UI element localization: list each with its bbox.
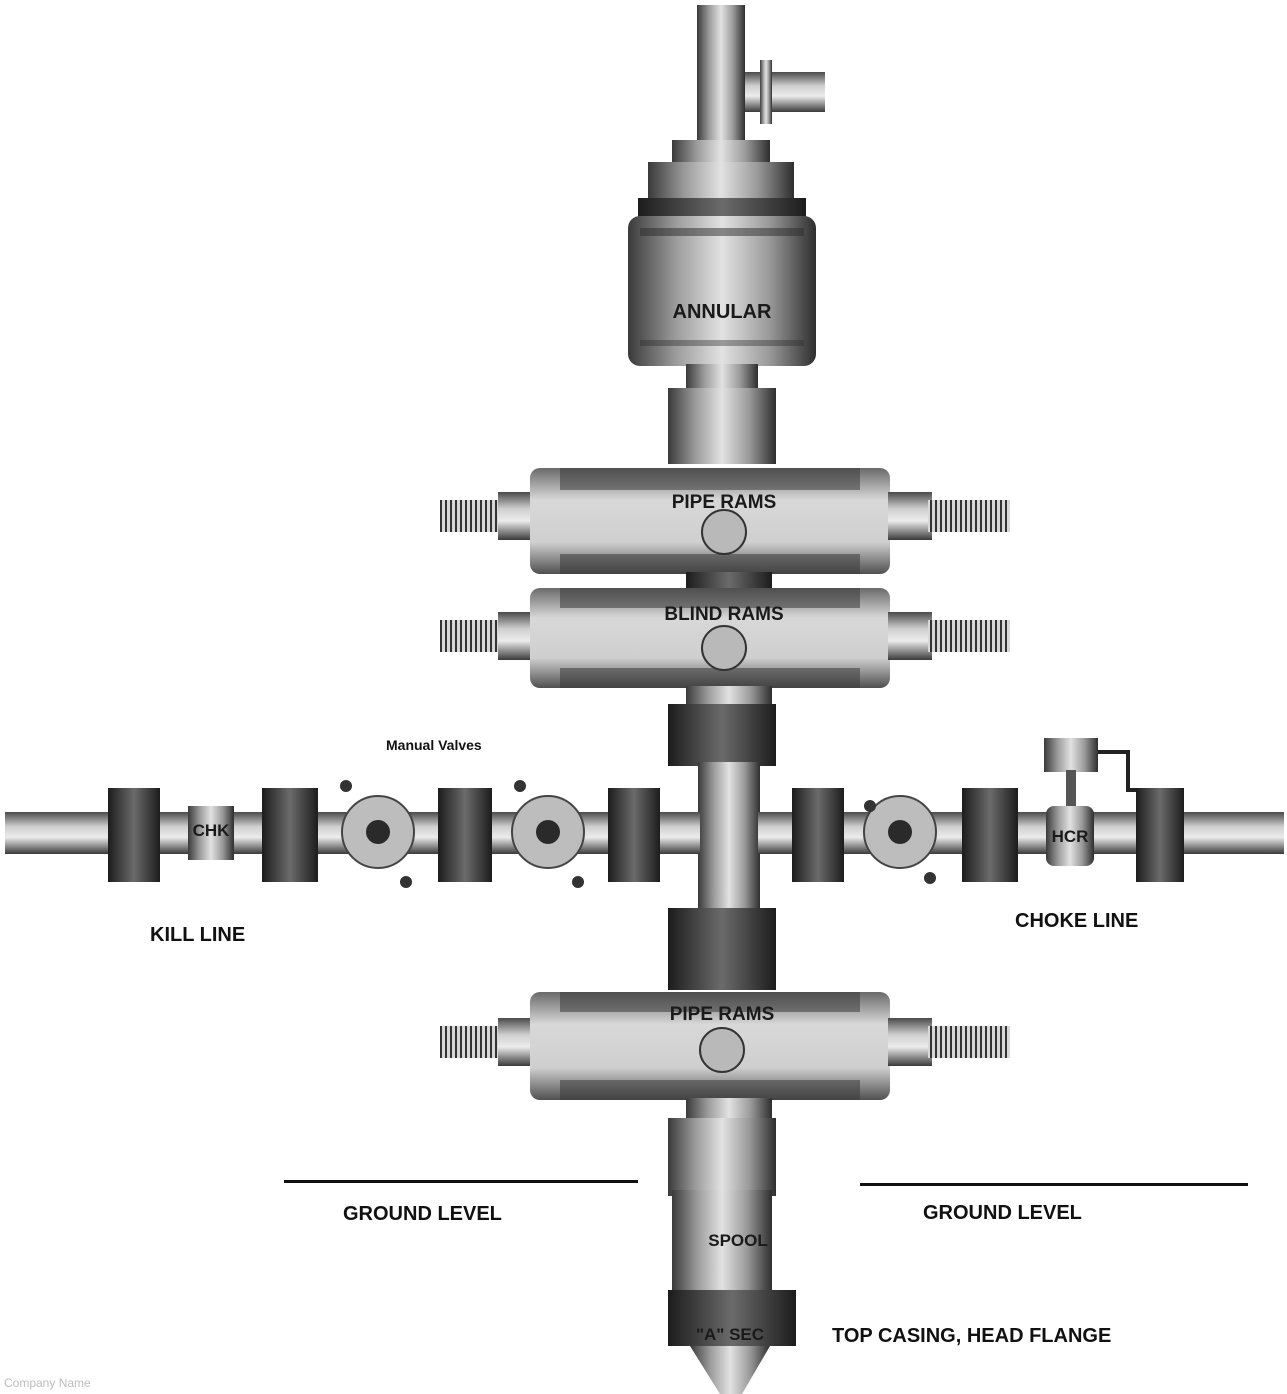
annular-preventer: ANNULAR bbox=[628, 140, 816, 366]
hcr-valve-label: HCR bbox=[1052, 827, 1089, 846]
pipe-rams-bottom-label: PIPE RAMS bbox=[670, 1004, 775, 1025]
top-casing-label: TOP CASING, HEAD FLANGE bbox=[832, 1325, 1111, 1348]
kill-line-label: KILL LINE bbox=[150, 924, 245, 947]
ground-level-left-label: GROUND LEVEL bbox=[343, 1203, 502, 1226]
ground-level-right-label: GROUND LEVEL bbox=[923, 1202, 1082, 1225]
lower-spool bbox=[668, 908, 776, 990]
pipe-rams-top: PIPE RAMS bbox=[440, 468, 1010, 574]
check-valve-label: CHK bbox=[193, 821, 231, 840]
ground-line-right bbox=[860, 1183, 1248, 1186]
spool-label: SPOOL bbox=[708, 1231, 768, 1250]
upper-spool bbox=[668, 364, 776, 464]
pipe-rams-top-label: PIPE RAMS bbox=[672, 492, 777, 513]
annular-label: ANNULAR bbox=[673, 301, 772, 323]
blind-rams: BLIND RAMS bbox=[440, 588, 1010, 688]
riser-pipe bbox=[697, 5, 825, 145]
mud-cross bbox=[668, 686, 776, 912]
wellhead-assembly: SPOOL "A" SEC bbox=[668, 1098, 796, 1394]
footer-company: Company Name bbox=[4, 1376, 91, 1390]
blind-rams-label: BLIND RAMS bbox=[664, 604, 783, 625]
choke-line-label: CHOKE LINE bbox=[1015, 910, 1138, 933]
manual-valves-label: Manual Valves bbox=[386, 737, 482, 753]
a-section-label: "A" SEC bbox=[696, 1325, 764, 1344]
kill-line-assembly: CHK bbox=[5, 780, 700, 888]
choke-line-assembly: HCR bbox=[758, 738, 1284, 884]
pipe-rams-bottom: PIPE RAMS bbox=[440, 992, 1010, 1100]
ground-line-left bbox=[284, 1180, 638, 1183]
